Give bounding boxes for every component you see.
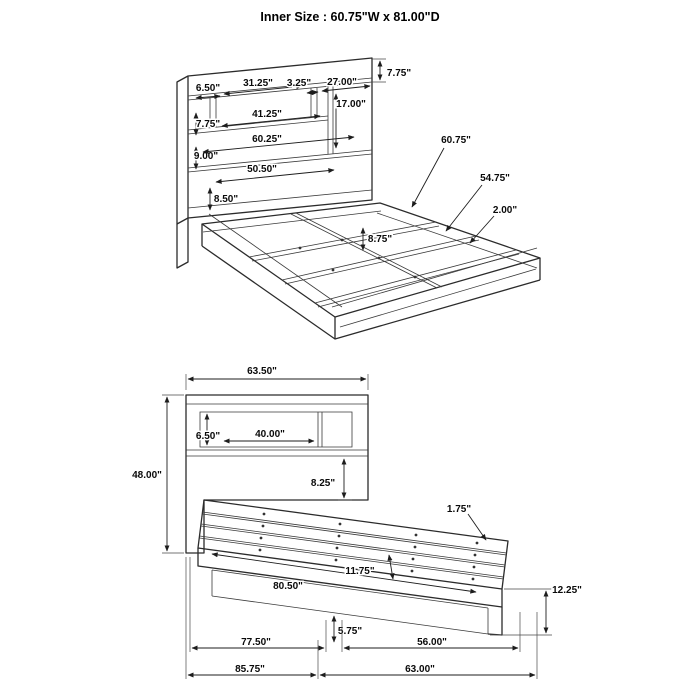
plinth-step-line	[339, 268, 537, 328]
dim-shelf-mid: 31.25"	[243, 78, 273, 89]
shelf-divider	[317, 412, 323, 447]
dim-slat-width: 11.75"	[345, 566, 374, 577]
isometric-view: 7.75" 6.50" 31.25" 3.25" 27.00" 17.00" 7…	[176, 57, 541, 340]
dim-line-shelf-mid	[223, 84, 303, 96]
slat-3	[314, 249, 520, 308]
ext-headboard-height	[162, 394, 184, 554]
dim-deck-length: 80.50"	[273, 581, 303, 592]
shelf-bottom-board	[186, 449, 368, 457]
dim-inner-rail-width: 50.50"	[247, 164, 277, 175]
leader-deck-thickness	[467, 513, 487, 541]
platform-iso	[201, 202, 541, 340]
leader-rail-lip	[469, 215, 495, 244]
dim-shelf-height: 6.50"	[196, 431, 220, 442]
screw-dots-iso	[298, 238, 417, 279]
dim-headboard-width: 63.50"	[247, 366, 277, 377]
dim-line-shelf-left	[195, 93, 221, 101]
dim-shelf-left: 6.50"	[196, 83, 220, 94]
dim-deck-thickness: 1.75"	[447, 504, 471, 515]
page-title: Inner Size : 60.75"W x 81.00"D	[260, 10, 439, 24]
headboard-leg	[176, 218, 189, 269]
dim-platform-depth: 63.00"	[405, 664, 435, 675]
left-rail-inner	[208, 213, 343, 308]
leader-inner-depth	[445, 184, 483, 232]
headboard-right-dividers	[327, 86, 334, 154]
center-rail	[290, 212, 443, 289]
headboard-board3-line	[187, 189, 373, 209]
dim-shelf-divider: 3.25"	[287, 78, 311, 89]
dim-overall-depth: 85.75"	[235, 664, 265, 675]
dim-line-slat-width	[387, 554, 395, 580]
deck-front-face	[197, 548, 503, 608]
leader-inner-width	[411, 147, 445, 208]
dim-rail-lip: 2.00"	[493, 205, 517, 216]
dim-rail-height: 8.50"	[214, 194, 238, 205]
ext-bottom-dims	[185, 557, 538, 679]
shelf-opening	[199, 411, 353, 448]
dim-inner-depth: 54.75"	[480, 173, 510, 184]
dim-line-shelf-divider	[306, 89, 319, 96]
dim-right-opening-height: 17.00"	[336, 99, 366, 110]
dimensions-front: 63.50" 48.00" 6.50" 40.00" 8.25" 1.75" 8…	[131, 365, 584, 679]
dim-foot-height: 12.25"	[552, 585, 582, 596]
dim-base-clearance: 5.75"	[338, 626, 362, 637]
dim-shelf-to-deck: 8.25"	[311, 478, 335, 489]
dim-shelf-right: 27.00"	[327, 77, 357, 88]
headboard-left-dividers	[209, 97, 217, 128]
foot-right-face	[487, 607, 503, 636]
dim-base-length-foot: 56.00"	[417, 637, 447, 648]
headboard-face	[187, 57, 373, 219]
dim-shelf-width: 40.00"	[255, 429, 285, 440]
head-rail-inner	[202, 210, 382, 233]
headboard-front	[185, 394, 369, 554]
dim-line-inner-rail-width	[215, 168, 335, 184]
dim-low-board-height: 9.00"	[194, 151, 218, 162]
dim-mid-board-width: 41.25"	[252, 109, 282, 120]
dim-cap-height: 7.75"	[387, 68, 411, 79]
foot-rail-inner	[331, 247, 538, 308]
dimensions-iso: 7.75" 6.50" 31.25" 3.25" 27.00" 17.00" 7…	[192, 58, 519, 251]
dim-inner-width: 60.75"	[441, 135, 471, 146]
dim-line-shelf-right	[321, 84, 371, 93]
dim-mid-board-height: 7.75"	[196, 119, 220, 130]
plinth-front	[211, 569, 489, 635]
deck-bottom-edges	[201, 245, 541, 340]
ext-cap-right	[372, 58, 386, 83]
headboard-side	[176, 75, 189, 225]
deck-drop-edges	[201, 224, 541, 339]
dim-base-length-inner: 77.50"	[241, 637, 271, 648]
headboard-front-outline	[185, 394, 369, 554]
dim-headboard-height: 48.00"	[132, 470, 162, 481]
ext-headboard-width	[185, 374, 369, 390]
ext-foot-height	[490, 588, 552, 636]
dim-line-mid-board-width	[221, 114, 321, 128]
dim-line-deck-length	[211, 552, 477, 594]
front-view: 63.50" 48.00" 6.50" 40.00" 8.25" 1.75" 8…	[131, 365, 584, 679]
dim-line-low-board-width	[202, 135, 355, 154]
dim-low-board-width: 60.25"	[252, 134, 282, 145]
dim-slat-gap: 8.75"	[368, 234, 392, 245]
